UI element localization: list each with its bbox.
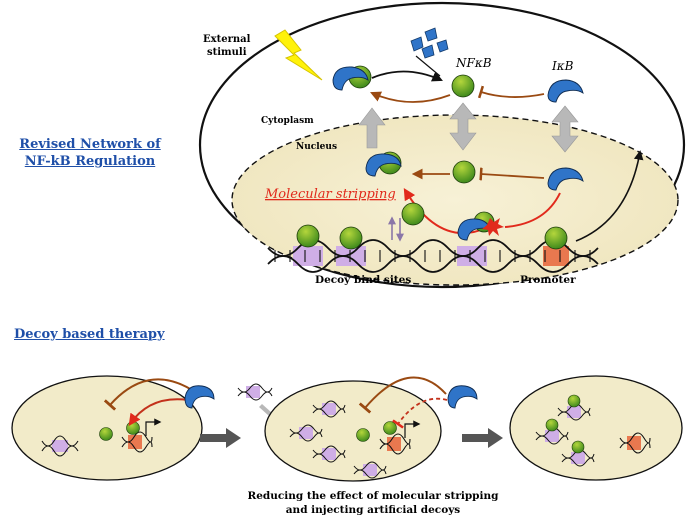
transition-arrow-2 bbox=[462, 428, 503, 448]
therapy-cell-3 bbox=[509, 375, 683, 481]
ikb-inhibition-top bbox=[477, 85, 545, 99]
molecular-stripping-label: Molecular stripping bbox=[264, 187, 396, 202]
stripping-burst-icon bbox=[482, 218, 504, 236]
ikb-nfkb-complex-cytoplasm bbox=[332, 65, 372, 91]
ikb-nfkb-complex-nucleus bbox=[365, 151, 402, 177]
ikb-nucleus bbox=[547, 167, 584, 191]
nfkb-bound-promoter bbox=[544, 226, 568, 250]
caption-line-2: and injecting artificial decoys bbox=[286, 504, 461, 516]
stripping-complex bbox=[457, 211, 504, 241]
promoter-label: Promoter bbox=[520, 274, 576, 286]
external-stimuli-label-line1: External bbox=[203, 34, 251, 45]
dna-strand bbox=[267, 239, 599, 273]
therapy-cell-1 bbox=[11, 375, 215, 481]
section-title-network-line2: NF-kB Regulation bbox=[24, 154, 156, 169]
nfkb-shuttle-arrow bbox=[449, 102, 477, 151]
nfkb-nucleus bbox=[452, 160, 476, 184]
nfkb-label: NFκB bbox=[455, 56, 492, 70]
degraded-ikb-fragments-icon bbox=[410, 27, 449, 59]
section-title-network[interactable]: Revised Network of NF-kB Regulation bbox=[10, 136, 170, 170]
caption-line-1: Reducing the effect of molecular strippi… bbox=[248, 490, 500, 502]
therapy-cell-2 bbox=[264, 376, 478, 482]
activation-arrow-top bbox=[371, 70, 443, 82]
ikb-shuttle-arrow bbox=[551, 105, 579, 153]
decoy-bind-sites-label: Decoy bind sites bbox=[315, 274, 411, 286]
ikb-stripping-link bbox=[504, 192, 561, 228]
nuclear-export-arrow bbox=[358, 107, 386, 149]
section-title-decoy[interactable]: Decoy based therapy bbox=[14, 327, 165, 342]
molecular-stripping-arrow bbox=[403, 187, 487, 235]
ikb-degradation-link bbox=[415, 55, 441, 77]
injected-decoy-icon bbox=[237, 383, 273, 401]
association-arrow-top bbox=[370, 91, 451, 103]
section-title-network-line1: Revised Network of bbox=[19, 137, 161, 152]
transcription-arrow bbox=[575, 150, 644, 242]
ikb-label: IκB bbox=[551, 59, 574, 73]
nfkb-bound-decoy-1 bbox=[296, 224, 320, 248]
external-stimuli-label-line2: stimuli bbox=[207, 47, 247, 58]
transition-arrow-1 bbox=[200, 428, 241, 448]
nfkb-cytoplasm bbox=[451, 74, 475, 98]
cytoplasm-label: Cytoplasm bbox=[261, 116, 314, 126]
ikb-cytoplasm bbox=[547, 79, 584, 103]
nfkb-free-nucleus bbox=[401, 202, 425, 226]
nfkb-bound-decoy-2 bbox=[339, 226, 363, 250]
nucleus-label: Nucleus bbox=[296, 142, 337, 152]
ikb-inhibition-nucleus bbox=[479, 167, 545, 181]
lightning-bolt-icon bbox=[274, 29, 323, 81]
